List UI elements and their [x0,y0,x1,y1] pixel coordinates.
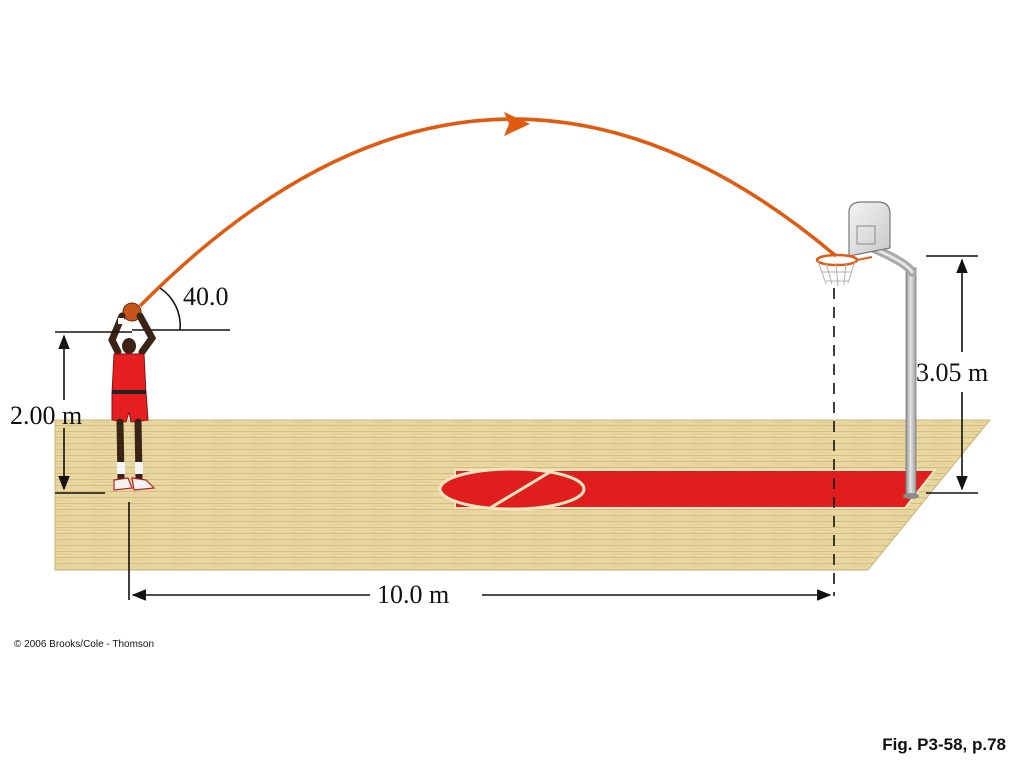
backboard [848,201,891,257]
rim-height-label: 3.05 m [916,358,988,387]
basketball [122,302,142,322]
free-throw-lane [438,467,938,511]
ball-trajectory [138,112,838,308]
basketball-player [108,302,157,491]
basket-rim [815,253,873,287]
copyright-notice: © 2006 Brooks/Cole - Thomson [14,639,154,650]
basket-stand [815,201,919,499]
angle-label: 40.0 [183,282,229,311]
horizontal-distance-label: 10.0 m [377,580,449,609]
trajectory-direction-arrow [504,112,530,136]
release-height-dimension: 2.00 m [10,331,132,494]
figure-caption: Fig. P3-58, p.78 [882,735,1006,754]
horizontal-distance-dimension: 10.0 m [128,502,832,609]
release-height-label: 2.00 m [10,401,82,430]
rim-height-dimension: 3.05 m [916,255,988,494]
